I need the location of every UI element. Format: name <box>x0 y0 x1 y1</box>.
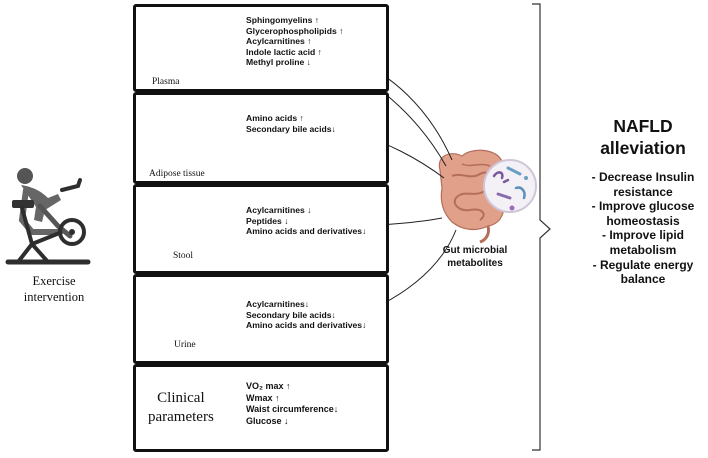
panel-stool <box>133 184 389 274</box>
panel-label-clinical: Clinical parameters <box>148 389 214 427</box>
panel-label-stool: Stool <box>173 251 194 261</box>
list-item: Acylcarnitines ↑ <box>246 36 312 47</box>
nafld-title: NAFLD alleviation <box>582 115 704 159</box>
panel-label-plasma: Plasma <box>152 77 180 87</box>
panel-plasma <box>133 4 389 92</box>
effect-line: balance <box>620 272 666 287</box>
adipose-items: Amino acids ↑ Secondary bile acids↓ <box>246 113 336 134</box>
list-item: Wmax ↑ <box>246 392 280 403</box>
exercise-bike-icon <box>5 168 91 265</box>
nafld-title-line-2: alleviation <box>600 138 686 158</box>
list-item: Glucose ↓ <box>246 415 289 426</box>
list-item: Waist circumference↓ <box>246 404 339 414</box>
list-item: VO₂ max ↑ <box>246 381 291 391</box>
effect-line: - Improve lipid <box>601 228 684 243</box>
list-item: Secondary bile acids↓ <box>246 309 336 320</box>
effect-line: metabolism <box>609 242 677 257</box>
list-item: Sphingomyelins ↑ <box>246 15 320 25</box>
exercise-label-line-1: Exercise <box>32 274 76 288</box>
list-item: Amino acids ↑ <box>246 113 304 123</box>
list-item: Indole lactic acid ↑ <box>246 46 322 57</box>
effect-line: resistance <box>613 184 673 199</box>
list-item: Methyl proline ↓ <box>246 57 311 68</box>
nafld-title-line-1: NAFLD <box>613 116 673 136</box>
intestine-microbes-icon <box>438 149 537 244</box>
panel-label-urine: Urine <box>174 340 196 350</box>
panel-adipose <box>133 92 389 184</box>
exercise-label-line-2: intervention <box>23 290 85 304</box>
panel-urine <box>133 274 389 364</box>
list-item: Acylcarnitines↓ <box>246 299 310 309</box>
clinical-label-line-1: Clinical <box>157 390 205 406</box>
list-item: Peptides ↓ <box>246 215 289 226</box>
exercise-label: Exercise intervention <box>14 273 94 305</box>
list-item: Amino acids and derivatives↓ <box>246 320 367 331</box>
list-item: Glycerophospholipids ↑ <box>246 25 344 36</box>
list-item: Secondary bile acids↓ <box>246 123 336 134</box>
effect-line: homeostasis <box>606 213 680 228</box>
plasma-items: Sphingomyelins ↑ Glycerophospholipids ↑ … <box>246 15 343 68</box>
panel-clinical <box>133 364 389 452</box>
gut-label-line-1: Gut microbial <box>442 245 508 256</box>
panel-label-adipose: Adipose tissue <box>149 169 205 179</box>
list-item: Amino acids and derivatives↓ <box>246 226 367 237</box>
nafld-bracket <box>532 3 551 451</box>
stool-items: Acylcarnitines ↓ Peptides ↓ Amino acids … <box>246 205 366 237</box>
list-item: Acylcarnitines ↓ <box>246 205 312 215</box>
nafld-effects: - Decrease Insulin resistance - Improve … <box>582 170 704 287</box>
gut-label: Gut microbial metabolites <box>430 245 520 270</box>
clinical-items: VO₂ max ↑ Wmax ↑ Waist circumference↓ Gl… <box>246 381 338 427</box>
effect-line: - Improve glucose <box>591 199 695 214</box>
clinical-label-line-2: parameters <box>148 409 214 425</box>
effect-line: - Regulate energy <box>592 257 694 272</box>
effect-line: - Decrease Insulin <box>591 170 695 184</box>
gut-label-line-2: metabolites <box>447 257 503 269</box>
urine-items: Acylcarnitines↓ Secondary bile acids↓ Am… <box>246 299 366 331</box>
